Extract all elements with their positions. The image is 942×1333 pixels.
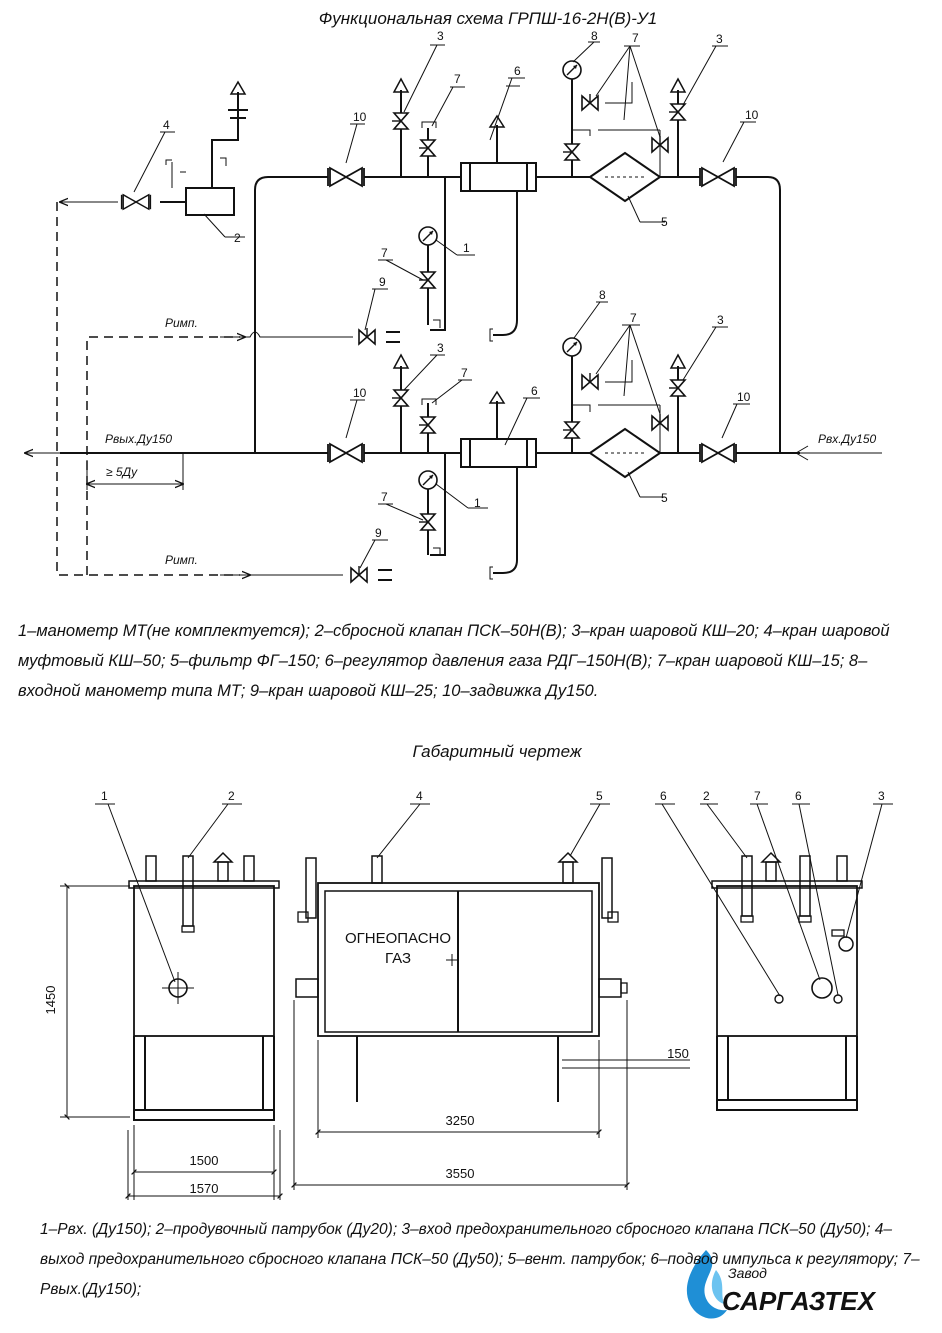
svg-text:5: 5: [596, 789, 603, 803]
scheme-title: Функциональная схема ГРПШ-16-2Н(В)-У1: [319, 9, 657, 28]
door-sign-line1: ОГНЕОПАСНО: [345, 930, 451, 947]
label-p-in: Рвх.Ду150: [818, 432, 877, 446]
svg-text:7: 7: [381, 490, 388, 504]
svg-text:3: 3: [437, 29, 444, 43]
svg-text:6: 6: [531, 384, 538, 398]
svg-text:1: 1: [474, 496, 481, 510]
svg-text:7: 7: [630, 311, 637, 325]
svg-text:6: 6: [660, 789, 667, 803]
svg-text:7: 7: [461, 366, 468, 380]
label-ge-5dn: ≥ 5Ду: [106, 465, 138, 479]
svg-text:7: 7: [454, 72, 461, 86]
svg-text:4: 4: [416, 789, 423, 803]
functional-scheme: Римп. Римп. Рвых.Ду150 Рвх.Ду150 ≥ 5Ду: [25, 29, 882, 583]
label-p-imp-top: Римп.: [165, 316, 198, 330]
svg-text:8: 8: [599, 288, 606, 302]
svg-text:5: 5: [661, 491, 668, 505]
svg-text:5: 5: [661, 215, 668, 229]
logo-name-text: САРГАЗТЕХ: [722, 1286, 877, 1316]
svg-text:7: 7: [632, 31, 639, 45]
svg-text:2: 2: [703, 789, 710, 803]
svg-text:2: 2: [228, 789, 235, 803]
svg-text:3: 3: [878, 789, 885, 803]
dim-length-inner: 3250: [446, 1113, 475, 1128]
svg-text:7: 7: [381, 246, 388, 260]
svg-text:10: 10: [745, 108, 759, 122]
svg-text:10: 10: [737, 390, 751, 404]
svg-text:6: 6: [795, 789, 802, 803]
svg-text:6: 6: [514, 64, 521, 78]
svg-text:7: 7: [754, 789, 761, 803]
svg-text:9: 9: [375, 526, 382, 540]
scheme-legend: 1–манометр МТ(не комплектуется); 2–сброс…: [18, 622, 890, 700]
svg-text:9: 9: [379, 275, 386, 289]
dim-height: 1450: [43, 986, 58, 1015]
label-p-out: Рвых.Ду150: [105, 432, 172, 446]
svg-text:10: 10: [353, 386, 367, 400]
label-p-imp-bottom: Римп.: [165, 553, 198, 567]
svg-text:3: 3: [437, 341, 444, 355]
svg-text:8: 8: [591, 29, 598, 43]
drawing-legend: 1–Рвх. (Ду150); 2–продувочный патрубок (…: [40, 1221, 920, 1298]
svg-text:1: 1: [463, 241, 470, 255]
dim-width-outer: 1570: [190, 1181, 219, 1196]
svg-text:10: 10: [353, 110, 367, 124]
svg-text:2: 2: [234, 231, 241, 245]
svg-text:3: 3: [716, 32, 723, 46]
logo-top-text: Завод: [728, 1265, 767, 1281]
dim-length-outer: 3550: [446, 1166, 475, 1181]
svg-text:1: 1: [101, 789, 108, 803]
company-logo: Завод САРГАЗТЕХ: [686, 1250, 877, 1319]
dimension-drawing: ОГНЕОПАСНО ГАЗ: [43, 789, 893, 1200]
dim-offset: 150: [667, 1046, 689, 1061]
dim-width-inner: 1500: [190, 1153, 219, 1168]
svg-text:4: 4: [163, 118, 170, 132]
svg-text:3: 3: [717, 313, 724, 327]
drawing-title: Габаритный чертеж: [412, 742, 582, 761]
door-sign-line2: ГАЗ: [385, 950, 411, 967]
